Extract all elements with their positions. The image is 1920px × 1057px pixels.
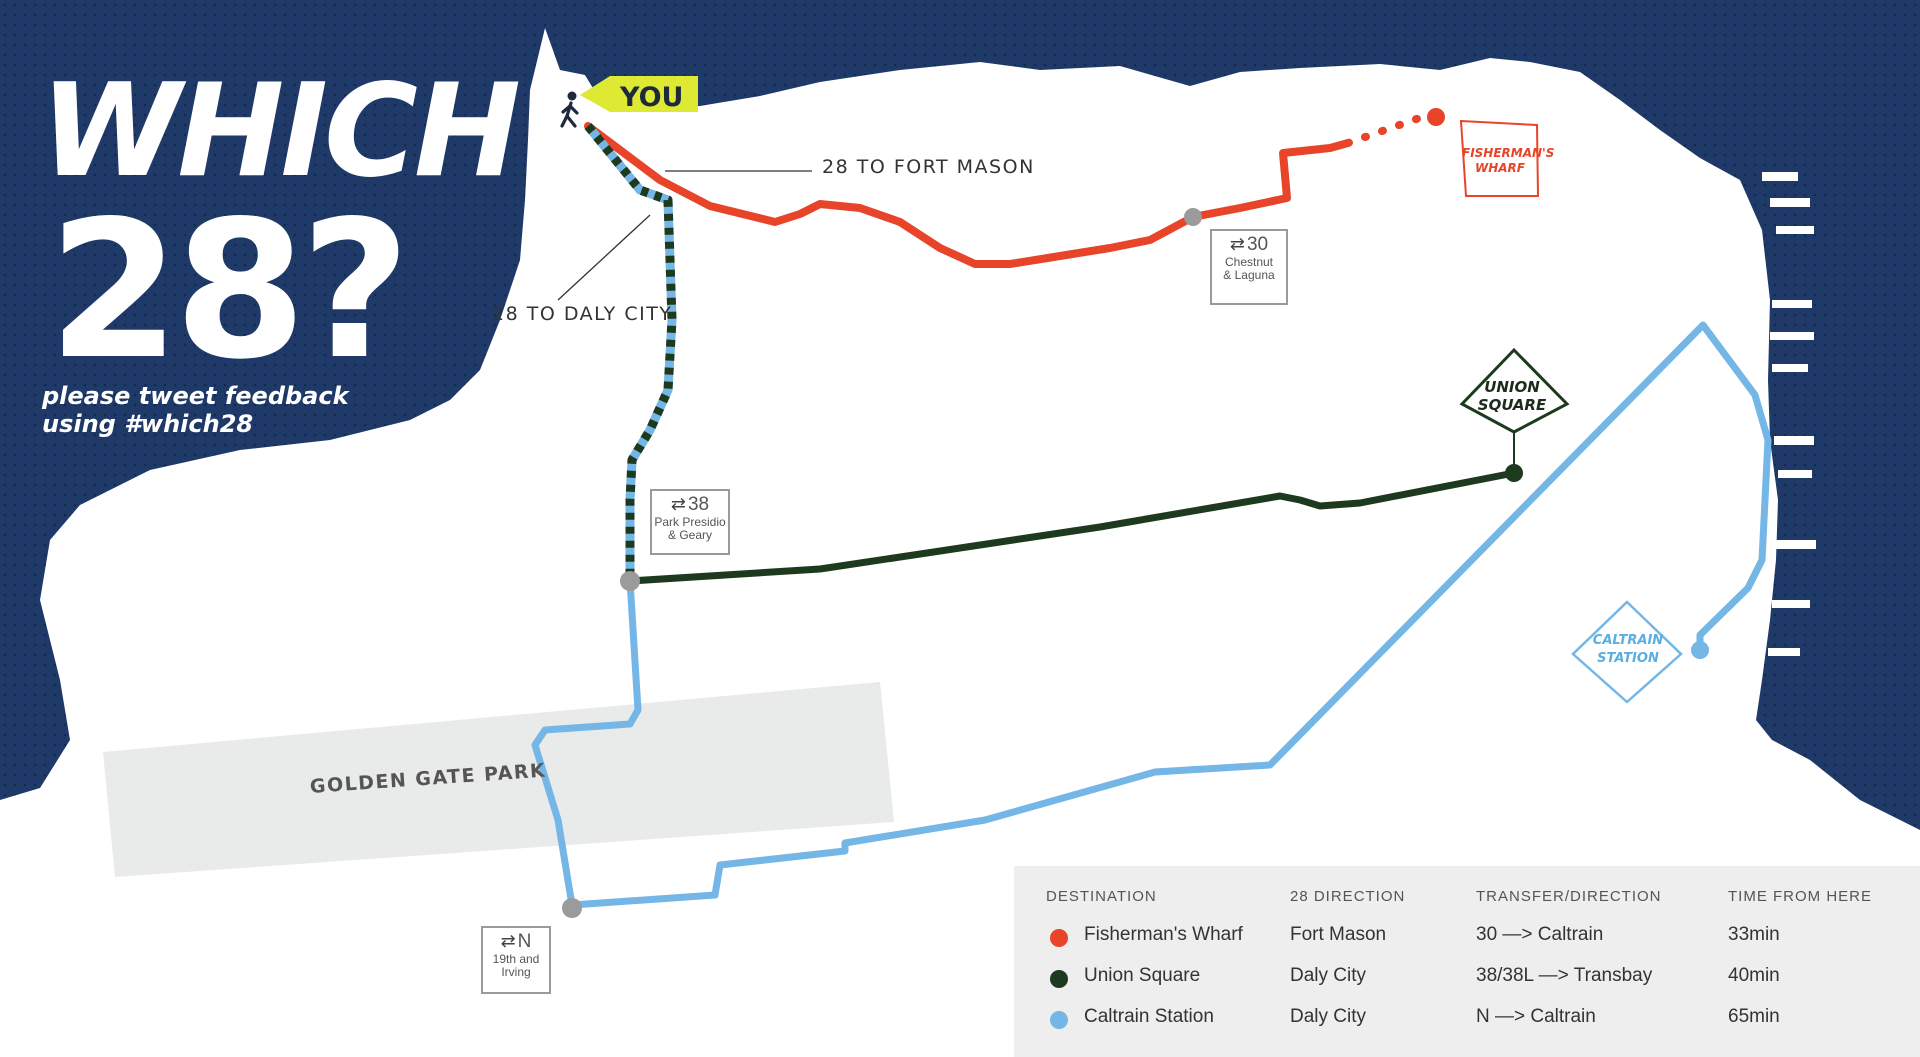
route-caltrain <box>531 321 1772 909</box>
destination-label-union-square: UNION SQUARE <box>1466 378 1558 414</box>
caltrain-station-marker-diamond <box>1571 600 1683 704</box>
pedestrian-icon <box>560 91 579 128</box>
transfer-stop-line2: & Laguna <box>1223 268 1275 282</box>
feedback-tagline-line2: using #which28 <box>42 410 254 438</box>
transfer-node-30 <box>1184 208 1202 226</box>
legend-transfer: 38/38L —> Transbay <box>1476 965 1653 986</box>
legend-table: DESTINATION 28 DIRECTION TRANSFER/DIRECT… <box>1014 866 1920 1057</box>
transfer-box-38: ⇄38 Park Presidio & Geary <box>650 489 730 555</box>
legend-header-time: TIME FROM HERE <box>1728 888 1872 905</box>
destination-label-fishermans-wharf: FISHERMAN'S WHARF <box>1462 146 1555 176</box>
union-square-dot <box>1505 464 1523 482</box>
transfer-stop-line1: Chestnut <box>1224 255 1274 269</box>
route-label-daly-city: 28 TO DALY CITY <box>492 303 673 325</box>
caltrain-station-dot <box>1691 641 1709 659</box>
transfer-arrows-icon: ⇄ <box>1229 234 1245 254</box>
you-label: YOU <box>620 82 684 113</box>
golden-gate-park-area <box>103 682 894 877</box>
coastline-piers <box>1762 172 1816 656</box>
destination-line1: CALTRAIN <box>1592 633 1664 648</box>
route-union-square <box>626 469 1518 585</box>
legend-time: 33min <box>1728 924 1780 945</box>
legend-direction: Daly City <box>1290 965 1367 986</box>
legend-destination: Caltrain Station <box>1084 1006 1214 1027</box>
legend-time: 40min <box>1728 965 1780 986</box>
legend-destination: Union Square <box>1084 965 1201 986</box>
legend-header-transfer: TRANSFER/DIRECTION <box>1476 888 1662 905</box>
page-title-line1: WHICH <box>40 57 521 206</box>
transfer-arrows-icon: ⇄ <box>670 494 686 514</box>
transfer-arrows-icon: ⇄ <box>500 931 516 951</box>
legend-color-dot <box>1050 1011 1068 1029</box>
transfer-stop-line1: Park Presidio <box>654 515 726 529</box>
feedback-tagline-line1: please tweet feedback <box>42 382 349 410</box>
legend-direction: Fort Mason <box>1290 924 1387 945</box>
route-daly-city <box>584 123 677 580</box>
page-title-line2: 28? <box>48 180 411 401</box>
legend-destination: Fisherman's Wharf <box>1084 924 1243 945</box>
destination-line2: SQUARE <box>1477 396 1547 414</box>
legend-time: 65min <box>1728 1006 1780 1027</box>
route-label-fort-mason: 28 TO FORT MASON <box>822 156 1035 178</box>
transfer-stop-line2: Irving <box>501 965 531 979</box>
fishermans-wharf-dot <box>1427 108 1445 126</box>
transfer-line-number: 38 <box>687 494 710 515</box>
daly-city-leader-line <box>557 214 651 301</box>
legend-color-dot <box>1050 929 1068 947</box>
fishermans-wharf-marker-box <box>1459 119 1540 197</box>
transfer-line-number: N <box>517 931 532 952</box>
union-square-marker-diamond <box>1459 347 1570 434</box>
destination-line1: FISHERMAN'S <box>1462 146 1555 160</box>
you-flag <box>580 76 698 112</box>
route-fort-mason <box>584 112 1429 268</box>
destination-line1: UNION <box>1484 378 1540 396</box>
legend-direction: Daly City <box>1290 1006 1367 1027</box>
transfer-stop-line2: & Geary <box>667 528 712 542</box>
legend-transfer: N —> Caltrain <box>1476 1006 1596 1027</box>
legend-header-destination: DESTINATION <box>1046 888 1157 905</box>
transfer-stop-line1: 19th and <box>492 952 540 966</box>
transfer-line-number: 30 <box>1246 234 1269 255</box>
legend-color-dot <box>1050 970 1068 988</box>
destination-line2: STATION <box>1597 651 1659 666</box>
transfer-node-38 <box>620 571 640 591</box>
transfer-node-n <box>562 898 582 918</box>
destination-line2: WHARF <box>1474 161 1525 175</box>
transfer-box-n: ⇄N 19th and Irving <box>481 926 551 994</box>
transfer-box-30: ⇄30 Chestnut & Laguna <box>1210 229 1288 305</box>
destination-label-caltrain-station: CALTRAIN STATION <box>1584 632 1672 668</box>
legend-header-direction: 28 DIRECTION <box>1290 888 1406 905</box>
legend-transfer: 30 —> Caltrain <box>1476 924 1604 945</box>
